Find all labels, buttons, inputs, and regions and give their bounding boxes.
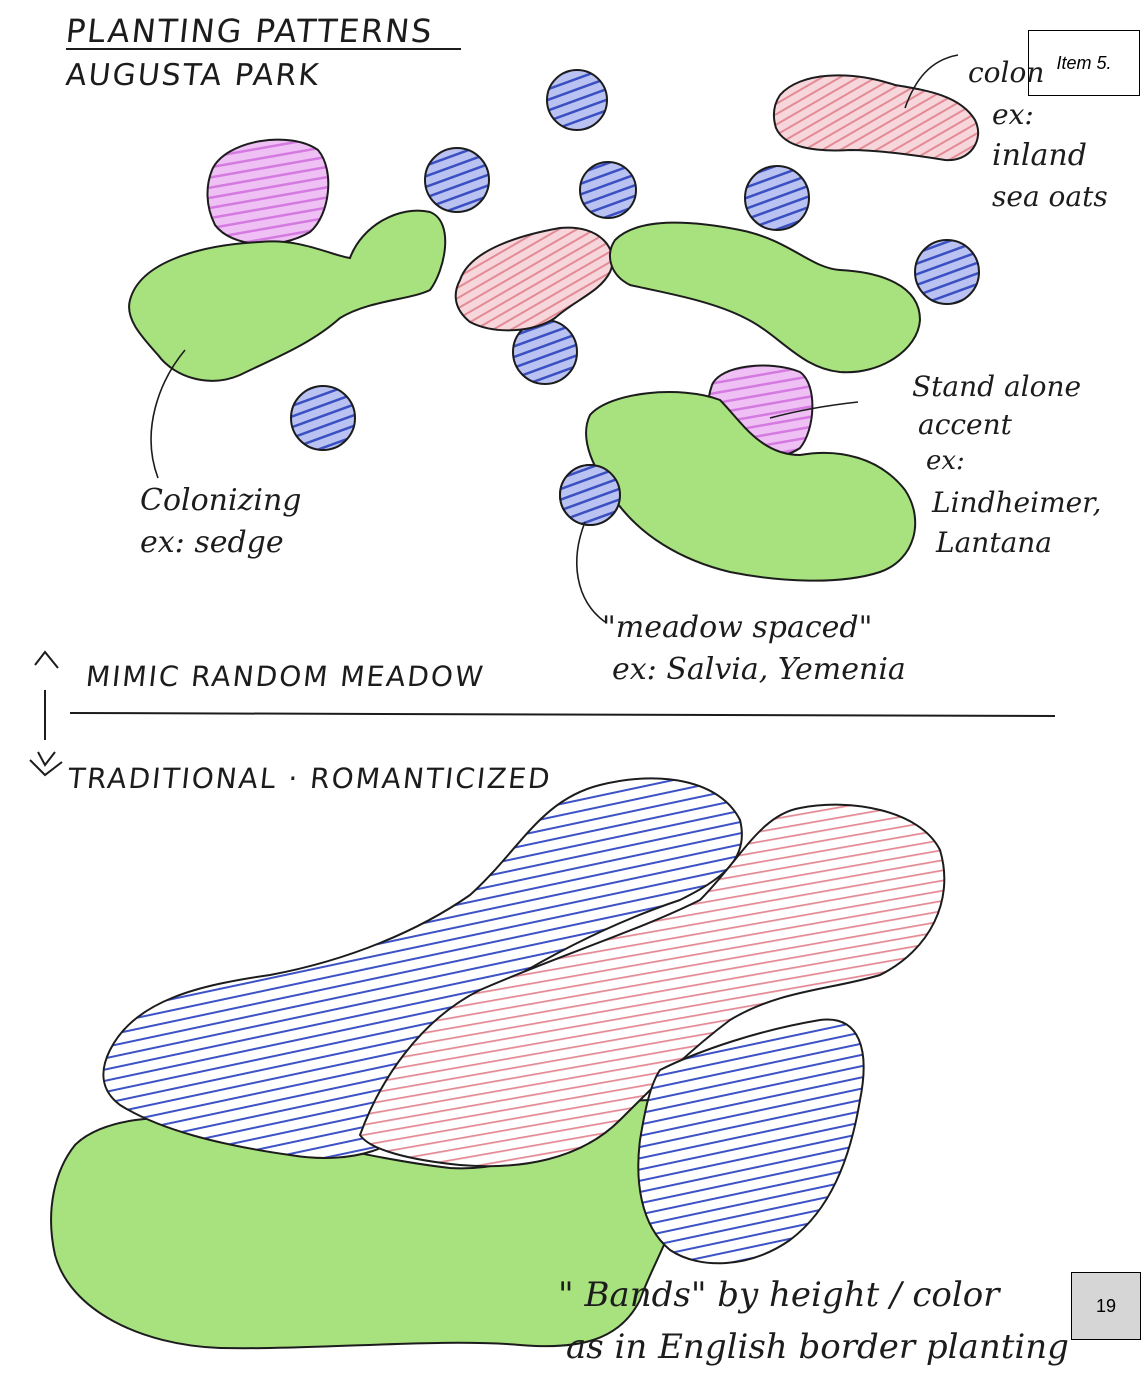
arrow-down-icon: [30, 752, 62, 775]
annotation-colonizing-tr-1: colon: [968, 58, 1044, 87]
annotation-stand-alone-2: accent: [918, 410, 1012, 439]
blue-dot: [560, 465, 620, 525]
annotation-meadow-2: ex: Salvia, Yemenia: [612, 654, 906, 686]
annotation-stand-alone-4: Lindheimer,: [932, 488, 1101, 517]
title-line1: PLANTING PATTERNS: [64, 12, 435, 50]
annotation-colonizing-tr-4: sea oats: [992, 182, 1108, 211]
annotation-colonizing-tr-2: ex:: [992, 100, 1034, 129]
annotation-stand-alone-3: ex:: [926, 448, 965, 475]
red-colonizing-shape: [456, 228, 613, 331]
page-number-box: 19: [1071, 1272, 1141, 1340]
annotation-colonizing-left-2: ex: sedge: [140, 527, 284, 559]
blue-dot: [915, 240, 979, 304]
annotation-stand-alone-5: Lantana: [936, 528, 1052, 557]
blue-dot: [580, 162, 636, 218]
annotation-meadow-1: "meadow spaced": [602, 612, 872, 644]
item-label-box: Item 5.: [1028, 30, 1140, 96]
red-colonizing-shape: [774, 75, 978, 160]
divider-line: [70, 713, 1055, 716]
blue-dot: [291, 386, 355, 450]
title-underline: [66, 48, 461, 50]
blue-dot: [425, 148, 489, 212]
caption-line2: as in English border planting: [566, 1330, 1069, 1366]
divider-label-upper: MIMIC RANDOM MEADOW: [84, 660, 486, 693]
caption-line1: " Bands" by height / color: [558, 1278, 999, 1314]
annotation-stand-alone-1: Stand alone: [912, 372, 1081, 401]
leader-line: [577, 522, 605, 622]
blue-dot: [745, 166, 809, 230]
blue-dot: [547, 70, 607, 130]
green-colonizing-shape: [610, 223, 920, 373]
annotation-colonizing-left-1: Colonizing: [140, 485, 302, 517]
annotation-colonizing-tr-3: inland: [992, 140, 1087, 172]
divider-label-lower: TRADITIONAL · ROMANTICIZED: [66, 762, 553, 795]
arrow-up-icon: [35, 652, 58, 740]
magenta-accent-shape: [207, 140, 328, 244]
title-line2: AUGUSTA PARK: [64, 58, 322, 93]
